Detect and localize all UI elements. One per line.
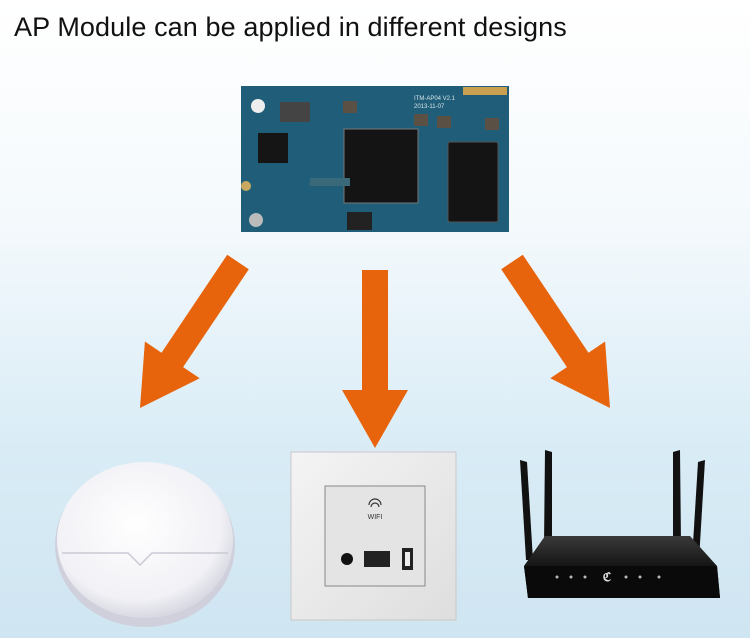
router-device: ℭ — [520, 450, 720, 598]
ap-module-board: ITM-AP04 V2.1 2013-11-07 — [241, 86, 509, 232]
wall-panel-ap-device: WIFI — [290, 451, 457, 621]
router-logo: ℭ — [603, 570, 612, 584]
wifi-label: WIFI — [368, 514, 383, 521]
arrow-left — [140, 254, 249, 408]
ethernet-port — [364, 551, 390, 567]
reset-button — [341, 553, 353, 565]
module-model-label: ITM-AP04 V2.1 — [414, 96, 456, 102]
page-title: AP Module can be applied in different de… — [14, 12, 567, 42]
module-date-label: 2013-11-07 — [414, 104, 445, 110]
wifi-icon — [368, 498, 382, 508]
arrow-right — [501, 254, 610, 408]
arrow-center — [342, 270, 408, 448]
ceiling-ap-device — [55, 462, 235, 627]
